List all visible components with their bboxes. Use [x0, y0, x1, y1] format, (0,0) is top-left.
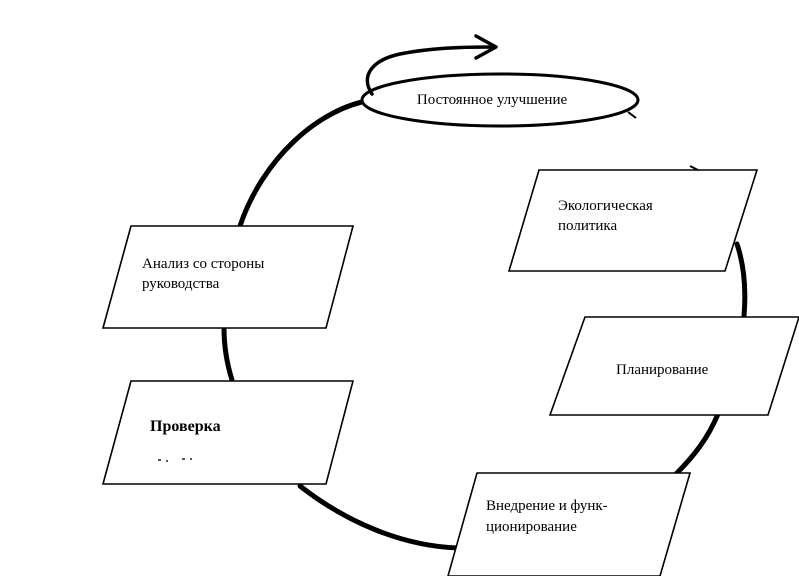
cycle-arc-review-to-improvement [237, 97, 375, 229]
implementation-line-1: Внедрение и функ- [486, 498, 608, 514]
planning-box [548, 316, 799, 416]
management-review-line-2: руководства [142, 276, 220, 292]
cycle-arc-planning-to-implementation [673, 411, 721, 477]
checking-faint-marks [158, 458, 192, 462]
checking-label: Проверка [150, 418, 221, 435]
continuous-improvement-ellipse [360, 72, 640, 128]
environmental-policy-box [507, 169, 759, 272]
environmental-policy-line-1: Экологическая [558, 198, 653, 214]
planning-label: Планирование [616, 362, 709, 378]
cycle-arc-policy-to-planning [734, 241, 748, 319]
faint-mark [158, 459, 161, 461]
implementation-label: Внедрение и функ- ционирование [486, 498, 611, 535]
faint-mark [182, 458, 185, 460]
continuous-improvement-label: Постоянное улучшение [417, 92, 568, 108]
implementation-box [447, 472, 692, 576]
faint-mark [190, 458, 192, 460]
management-review-box [101, 225, 355, 329]
management-review-label: Анализ со стороны руководства [142, 256, 268, 292]
cycle-arc-check-to-implementation [297, 483, 461, 551]
faint-mark [166, 460, 168, 462]
checking-box [101, 380, 355, 485]
management-review-line-1: Анализ со стороны [142, 256, 264, 272]
implementation-line-2: ционирование [486, 519, 577, 535]
policy-top-mark [689, 165, 699, 171]
cycle-arc-review-to-check [221, 325, 235, 383]
improvement-loop-arrow [365, 45, 494, 96]
environmental-policy-label: Экологическая политика [558, 198, 657, 234]
environmental-policy-line-2: политика [558, 218, 617, 234]
ellipse-tail-mark [627, 111, 637, 119]
arrowhead-icon [474, 34, 498, 60]
